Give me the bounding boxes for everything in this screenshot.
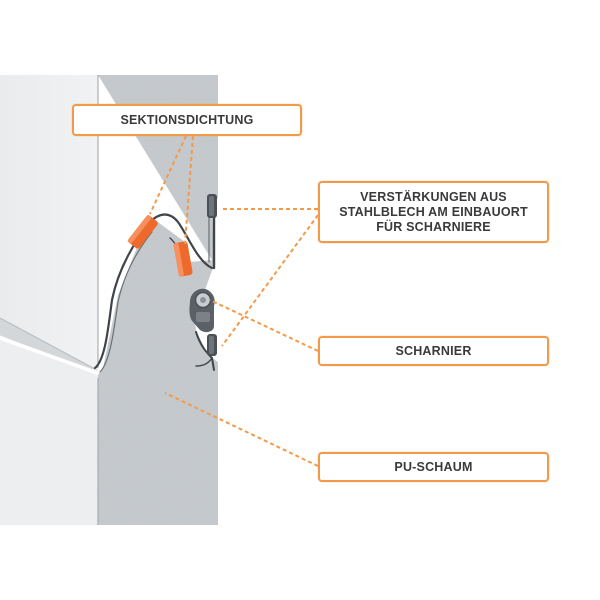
label-reinforcement-line-2: STAHLBLECH AM EINBAUORT	[339, 204, 528, 219]
section-seals	[127, 215, 193, 277]
label-pu-foam-text: PU-SCHAUM	[394, 459, 473, 474]
panel-face	[0, 75, 100, 525]
steel-reinforcement-plates	[207, 194, 217, 356]
label-hinge-text: SCHARNIER	[395, 343, 472, 358]
label-hinge: SCHARNIER	[318, 336, 549, 366]
label-section-seal: SEKTIONSDICHTUNG	[72, 104, 302, 136]
hinge	[189, 288, 215, 333]
label-reinforcement-line-3: FÜR SCHARNIERE	[376, 219, 491, 234]
label-steel-reinforcement: VERSTÄRKUNGEN AUS STAHLBLECH AM EINBAUOR…	[318, 181, 549, 243]
leader-lines	[149, 135, 319, 467]
label-reinforcement-line-1: VERSTÄRKUNGEN AUS	[360, 189, 507, 204]
label-section-seal-text: SEKTIONSDICHTUNG	[120, 112, 254, 127]
label-pu-foam: PU-SCHAUM	[318, 452, 549, 482]
